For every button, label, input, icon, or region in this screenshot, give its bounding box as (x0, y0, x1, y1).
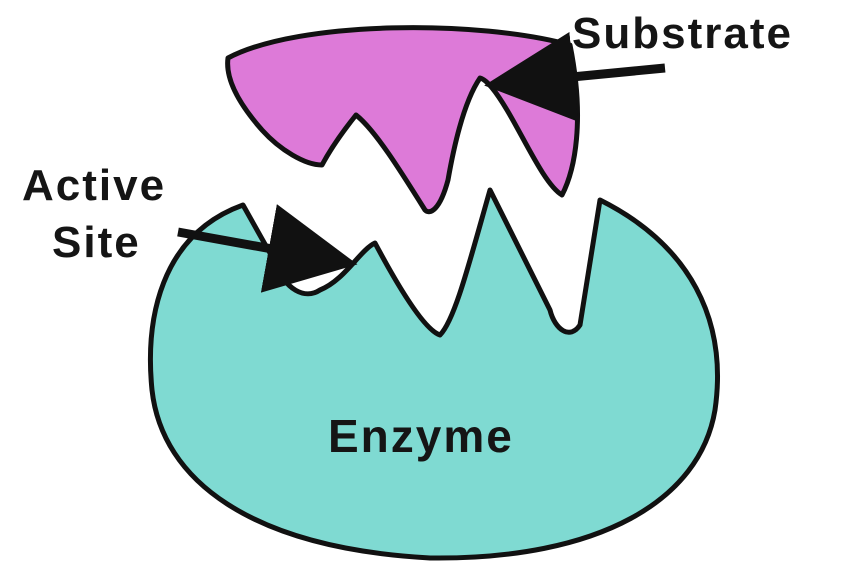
enzyme-label: Enzyme (328, 410, 514, 462)
active-site-label-line1: Active (22, 161, 166, 210)
substrate-shape (228, 28, 578, 212)
active-site-label-line2: Site (52, 218, 141, 267)
substrate-label: Substrate (572, 9, 793, 58)
